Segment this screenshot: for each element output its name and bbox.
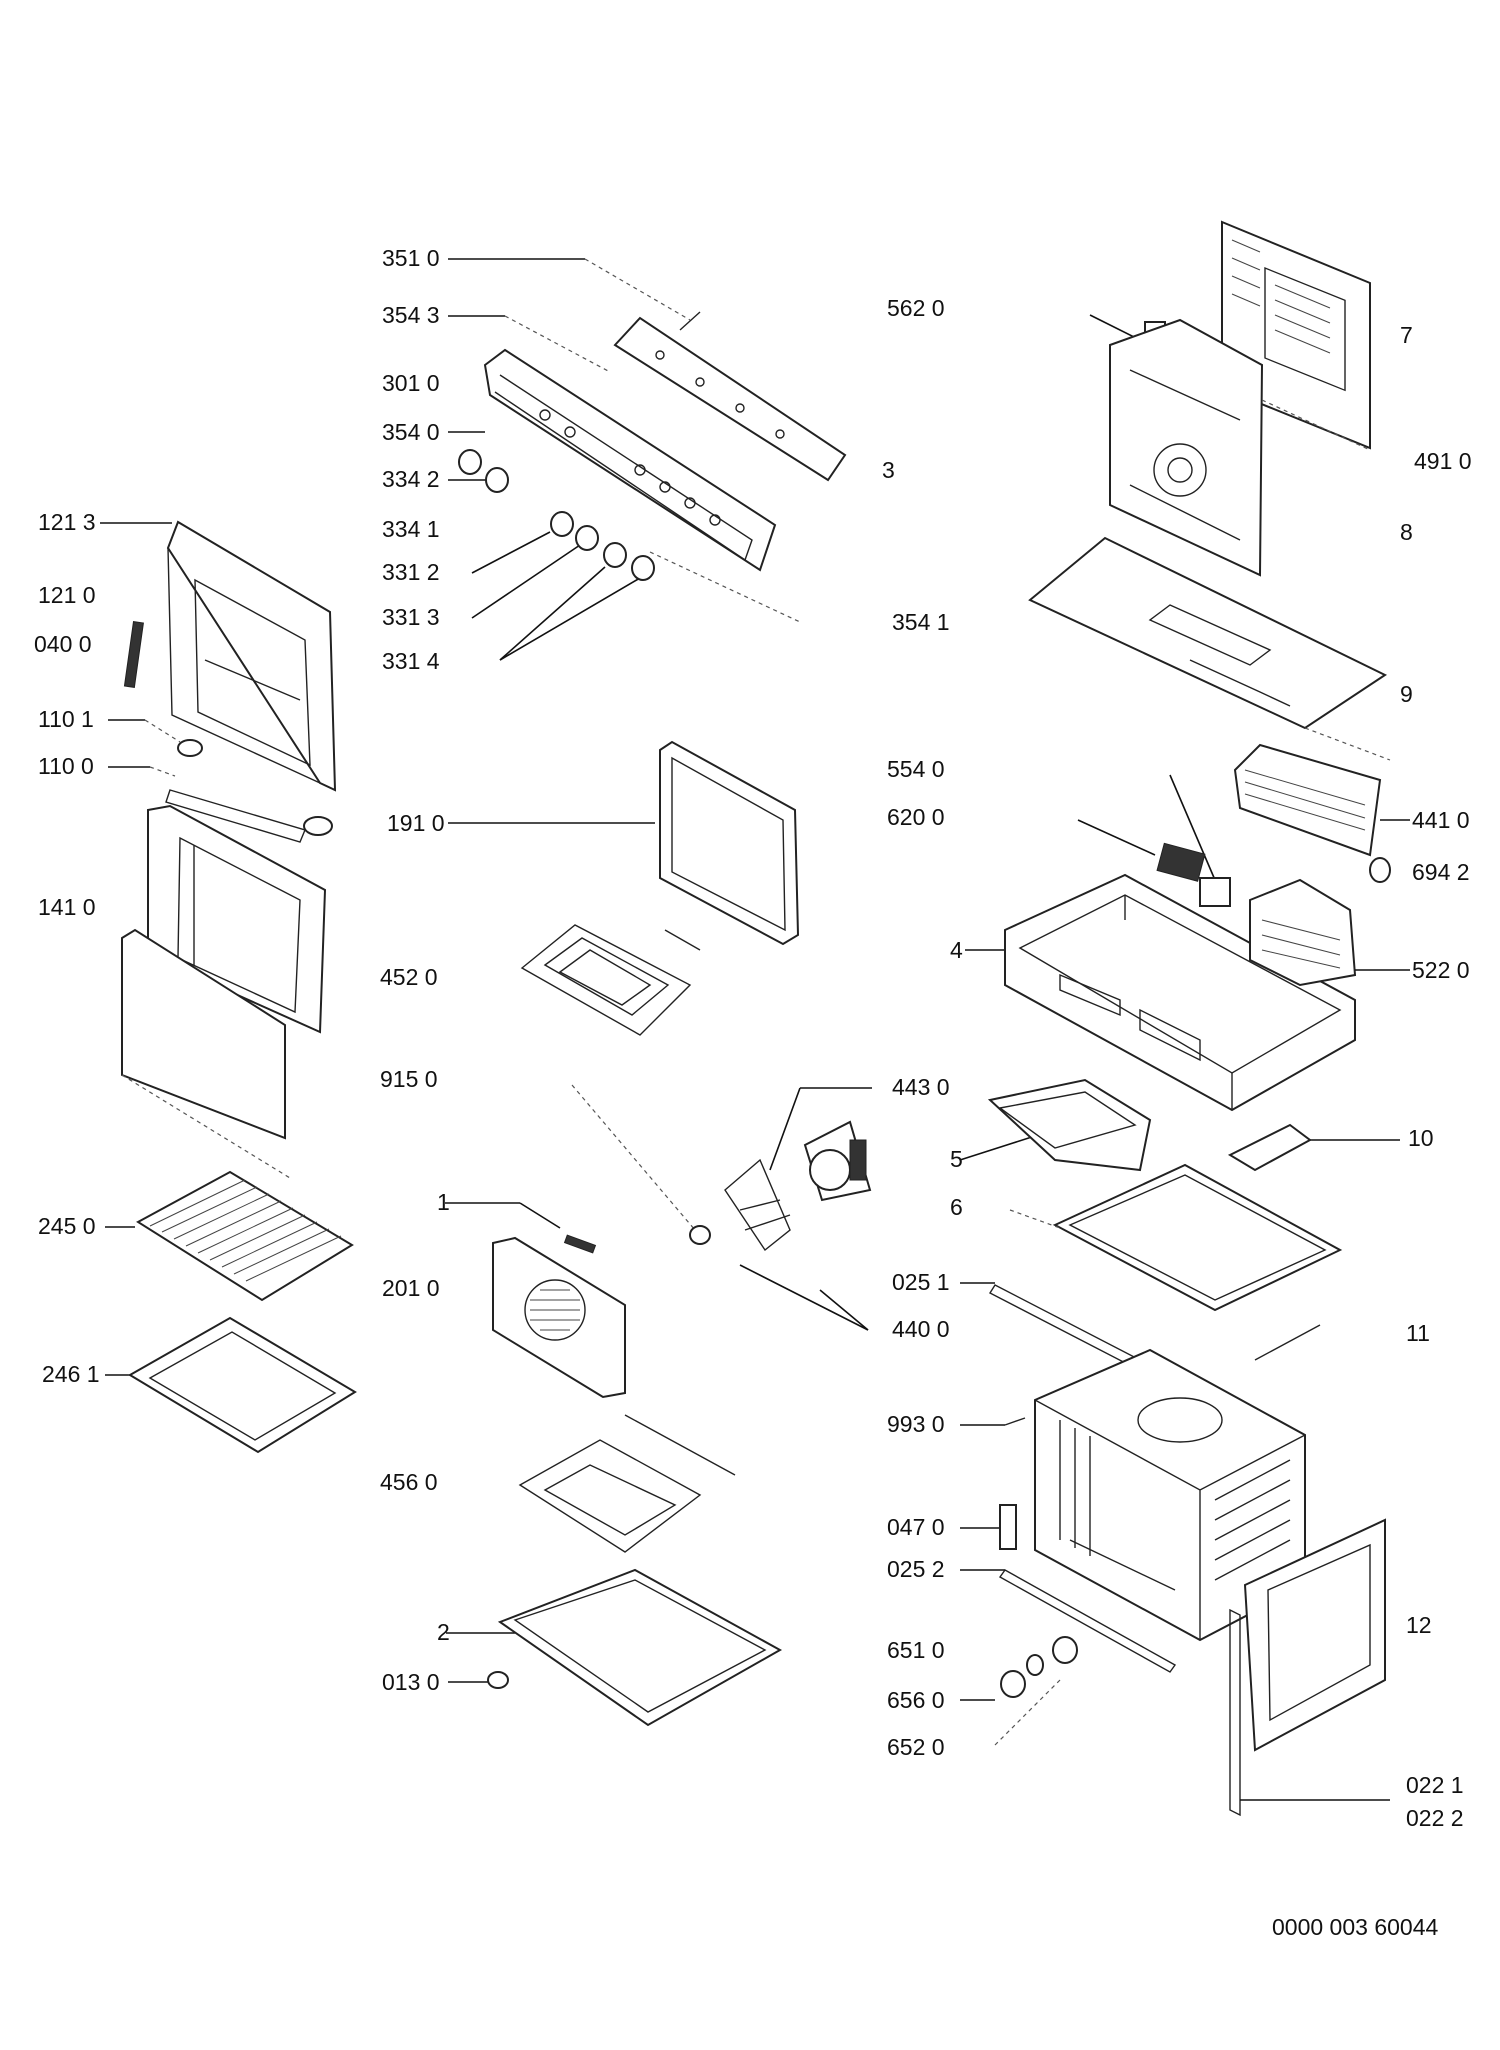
label-9: 9 <box>1400 681 1413 707</box>
label-3: 3 <box>882 457 895 483</box>
label-10: 10 <box>1408 1125 1434 1151</box>
back-panels-group <box>1028 220 1391 761</box>
label-8: 8 <box>1400 519 1413 545</box>
label-201-0: 201 0 <box>382 1275 440 1301</box>
label-110-0: 110 0 <box>38 753 94 779</box>
label-993-0: 993 0 <box>887 1411 945 1437</box>
label-652-0: 652 0 <box>887 1734 945 1760</box>
label-4: 4 <box>950 937 963 963</box>
label-7: 7 <box>1400 322 1413 348</box>
center-parts-group <box>445 740 872 1727</box>
label-331-4: 331 4 <box>382 648 440 674</box>
label-354-0: 354 0 <box>382 419 440 445</box>
label-1: 1 <box>437 1189 450 1215</box>
label-554-0: 554 0 <box>887 756 945 782</box>
label-522-0: 522 0 <box>1412 957 1470 983</box>
label-651-0: 651 0 <box>887 1637 945 1663</box>
label-2: 2 <box>437 1619 450 1645</box>
label-5: 5 <box>950 1146 963 1172</box>
label-334-2: 334 2 <box>382 466 440 492</box>
label-040-0: 040 0 <box>34 631 92 657</box>
label-11: 11 <box>1406 1320 1430 1346</box>
label-191-0: 191 0 <box>387 810 445 836</box>
label-452-0: 452 0 <box>380 964 438 990</box>
label-025-2: 025 2 <box>887 1556 945 1582</box>
label-022-2: 022 2 <box>1406 1805 1464 1831</box>
label-047-0: 047 0 <box>887 1514 945 1540</box>
label-354-1: 354 1 <box>892 609 950 635</box>
label-331-2: 331 2 <box>382 559 440 585</box>
label-246-1: 246 1 <box>42 1361 100 1387</box>
document-number: 0000 003 60044 <box>1272 1914 1438 1940</box>
label-656-0: 656 0 <box>887 1687 945 1713</box>
label-694-2: 694 2 <box>1412 859 1470 885</box>
cavity-group <box>959 1078 1400 1817</box>
label-121-3: 121 3 <box>38 509 96 535</box>
label-441-0: 441 0 <box>1412 807 1470 833</box>
label-022-1: 022 1 <box>1406 1772 1464 1798</box>
label-121-0: 121 0 <box>38 582 96 608</box>
label-6: 6 <box>950 1194 963 1220</box>
part-labels: 351 0 354 3 301 0 354 0 334 2 334 1 331 … <box>34 245 1472 1940</box>
label-12: 12 <box>1406 1612 1432 1638</box>
label-334-1: 334 1 <box>382 516 440 542</box>
label-440-0: 440 0 <box>892 1316 950 1342</box>
label-331-3: 331 3 <box>382 604 440 630</box>
label-245-0: 245 0 <box>38 1213 96 1239</box>
label-620-0: 620 0 <box>887 804 945 830</box>
label-456-0: 456 0 <box>380 1469 438 1495</box>
label-491-0: 491 0 <box>1414 448 1472 474</box>
label-025-1: 025 1 <box>892 1269 950 1295</box>
label-110-1: 110 1 <box>38 706 94 732</box>
label-354-3: 354 3 <box>382 302 440 328</box>
label-013-0: 013 0 <box>382 1669 440 1695</box>
label-141-0: 141 0 <box>38 894 96 920</box>
label-351-0: 351 0 <box>382 245 440 271</box>
label-915-0: 915 0 <box>380 1066 438 1092</box>
label-443-0: 443 0 <box>892 1074 950 1100</box>
cabinet-top-group <box>965 743 1410 1112</box>
label-562-0: 562 0 <box>887 295 945 321</box>
control-panel-group <box>448 258 847 661</box>
label-301-0: 301 0 <box>382 370 440 396</box>
rack-tray-group <box>105 1170 357 1454</box>
door-group <box>100 520 337 1179</box>
